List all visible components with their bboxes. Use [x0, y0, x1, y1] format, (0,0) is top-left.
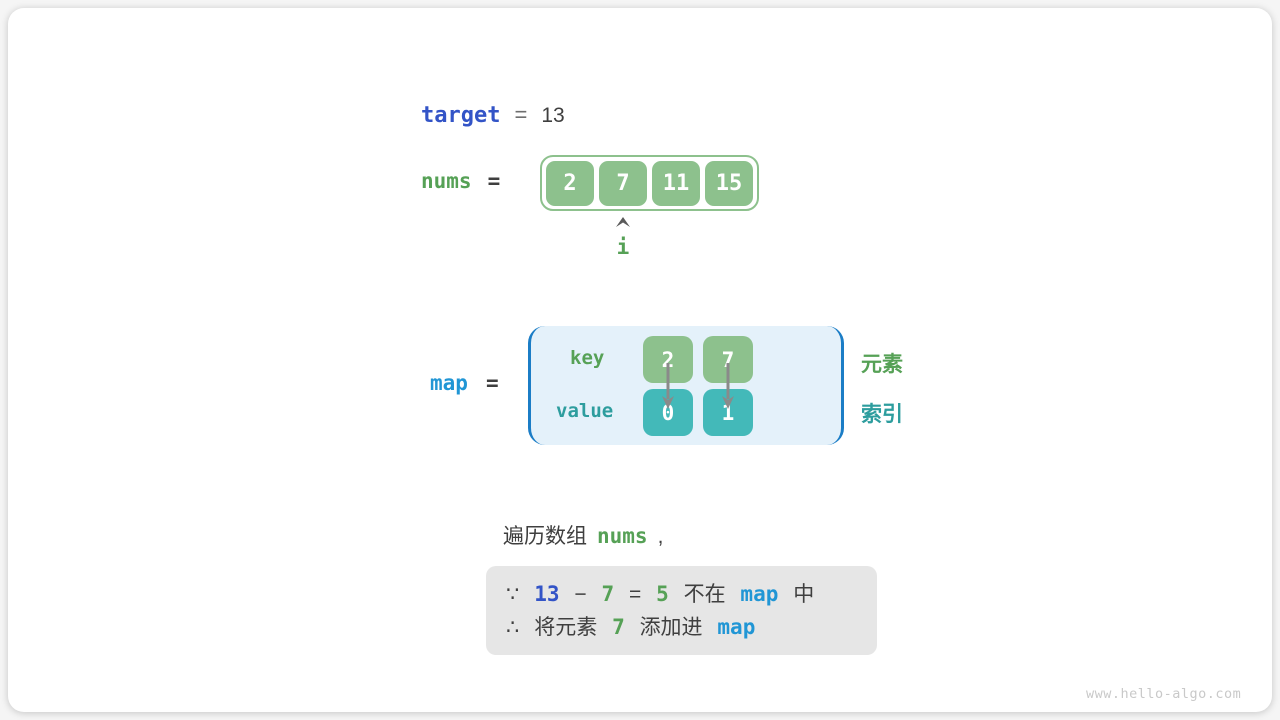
because-symbol: ∵: [506, 583, 520, 606]
target-value: 13: [541, 104, 565, 127]
target-equals-sign: =: [514, 102, 528, 127]
map-variable-label: map: [430, 371, 468, 395]
note-line-2: ∴ 将元素 7 添加进 map: [506, 611, 857, 644]
nums-label-row: nums =: [421, 169, 500, 193]
nums-cell-1: 7: [599, 160, 647, 206]
nums-cell-3: 15: [705, 160, 753, 206]
note-minus-sign: −: [574, 583, 587, 606]
watermark: www.hello-algo.com: [1086, 686, 1242, 702]
figure-card: target = 13 nums = 2 7 11 15 i map =: [8, 8, 1272, 712]
index-side-label: 索引: [861, 403, 903, 426]
note-map-code-2: map: [717, 615, 756, 639]
note-difference: 5: [656, 582, 669, 606]
note-minuend: 13: [534, 582, 560, 606]
target-variable-label: target: [421, 103, 501, 128]
note-in-suffix: 中: [793, 583, 815, 606]
element-side-label: 元素: [861, 353, 903, 376]
caption-line: 遍历数组 nums ,: [503, 520, 663, 550]
nums-cell-0: 2: [546, 160, 594, 206]
note-not-in-text: 不在: [683, 583, 726, 606]
note-box: ∵ 13 − 7 = 5 不在 map 中 ∴ 将元素 7 添加进 map: [486, 566, 877, 655]
key-to-value-arrow-0: [662, 363, 674, 409]
note-line2-middle: 添加进: [639, 616, 703, 639]
note-equals-sign: =: [628, 583, 642, 606]
note-map-code-1: map: [740, 582, 779, 606]
nums-variable-label: nums: [421, 169, 472, 193]
nums-array: 2 7 11 15: [540, 155, 759, 211]
caption-nums-code: nums: [597, 524, 648, 548]
note-line-1: ∵ 13 − 7 = 5 不在 map 中: [506, 578, 857, 611]
map-value-cell-0: 0: [643, 389, 693, 436]
map-label-row: map =: [430, 371, 499, 395]
index-pointer-label: i: [616, 235, 630, 259]
note-line2-prefix: 将元素: [534, 616, 598, 639]
map-equals-sign: =: [485, 371, 499, 395]
map-value-row-label: value: [556, 400, 614, 422]
key-to-value-arrow-1: [722, 363, 734, 409]
caption-prefix: 遍历数组: [503, 525, 587, 548]
note-subtrahend: 7: [601, 582, 615, 606]
note-line2-value: 7: [612, 615, 625, 639]
map-box: key value 2 7 0 1: [528, 326, 844, 445]
up-arrowhead-icon: [616, 217, 630, 227]
nums-cell-2: 11: [652, 160, 700, 206]
nums-equals-sign: =: [487, 169, 501, 193]
map-key-row-label: key: [570, 347, 605, 369]
target-row: target = 13: [421, 102, 565, 128]
therefore-symbol: ∴: [506, 616, 520, 639]
map-value-cell-1: 1: [703, 389, 753, 436]
caption-comma: ,: [657, 525, 664, 548]
index-pointer: i: [603, 217, 643, 259]
